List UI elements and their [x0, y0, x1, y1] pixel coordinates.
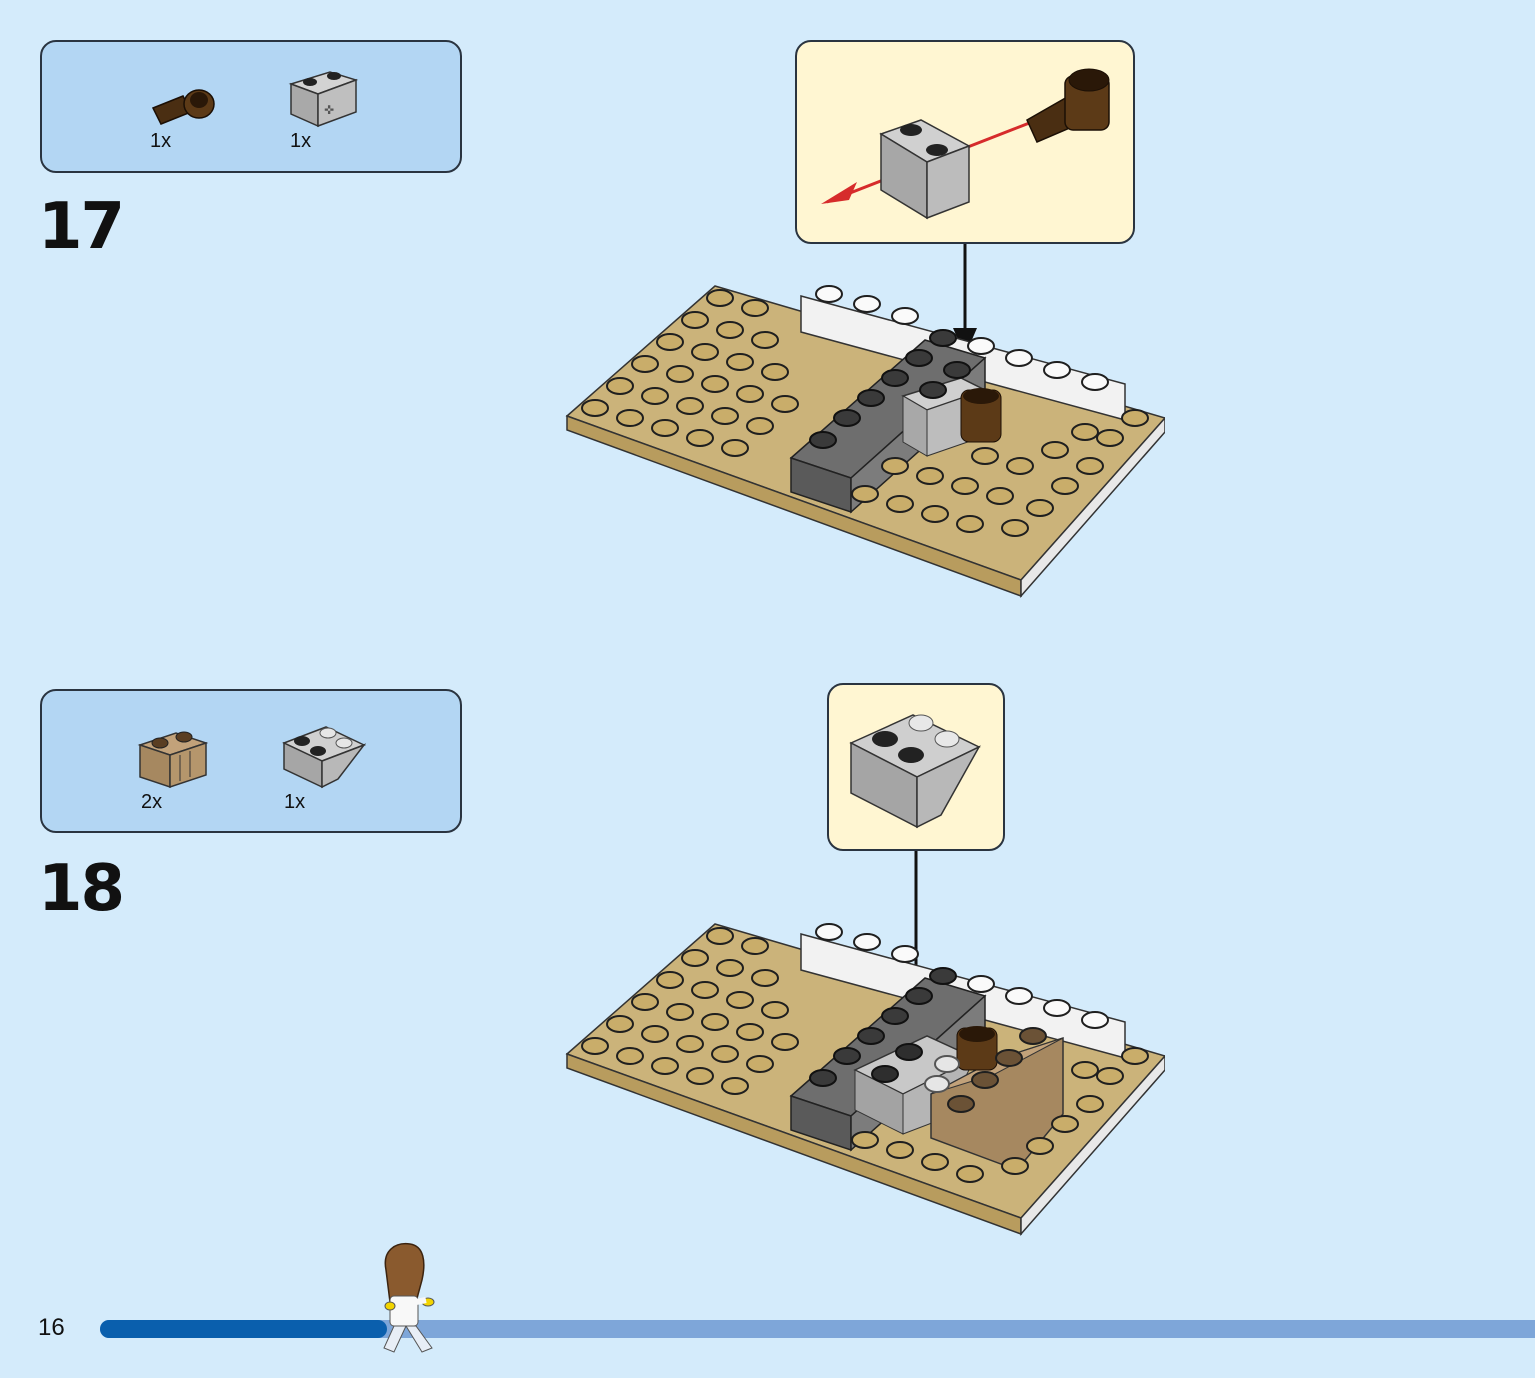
step-number: 17 — [38, 190, 125, 264]
step-17-parts-box: 1x ✜ 1x — [40, 40, 462, 173]
part-axle-connector-icon — [151, 89, 215, 125]
part-qty: 1x — [150, 130, 172, 152]
step-18-model-illustration — [565, 923, 1165, 1236]
page-number: 16 — [38, 1314, 65, 1341]
svg-text:✜: ✜ — [324, 103, 334, 117]
callout-assembly-illustration — [821, 68, 1110, 220]
step-number: 18 — [38, 852, 125, 926]
part-qty: 1x — [290, 130, 312, 152]
part-grille-brick-icon — [137, 731, 208, 789]
step-17-model-illustration — [565, 285, 1165, 598]
part-qty: 1x — [284, 791, 306, 813]
progress-bar-fill — [100, 1320, 387, 1338]
step-17-callout — [795, 40, 1135, 244]
part-technic-brick-icon: ✜ — [288, 71, 358, 128]
step-18-parts-box: 2x 1x — [40, 689, 462, 833]
progress-bar — [100, 1320, 1535, 1338]
part-qty: 2x — [141, 791, 163, 813]
callout-slope-illustration — [849, 714, 981, 829]
step-18-callout — [827, 683, 1005, 851]
minifigure-icon — [383, 1242, 435, 1353]
part-inverted-slope-icon — [282, 726, 366, 789]
